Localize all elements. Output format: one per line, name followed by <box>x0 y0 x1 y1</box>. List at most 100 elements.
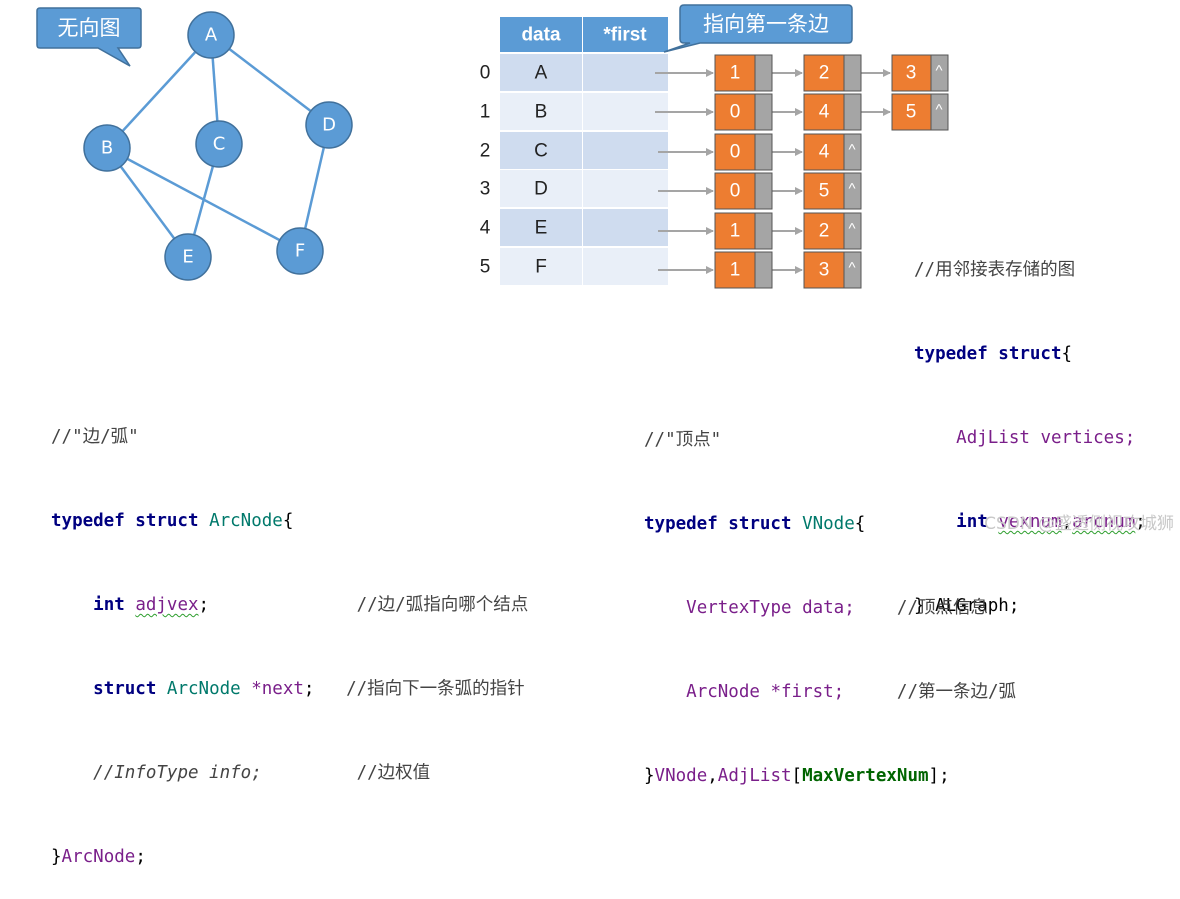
arc-node: 2 ^ <box>803 212 862 250</box>
algraph-arcnum: arcnum <box>1072 512 1136 532</box>
vnode-close: } <box>644 766 655 786</box>
algraph-brace: { <box>1061 344 1073 364</box>
header-data: data <box>521 25 561 46</box>
vertex-a-label: A <box>205 25 218 46</box>
arcnode-close: } <box>51 847 62 867</box>
vertex-e: E <box>164 233 212 281</box>
algraph-comment: //用邻接表存储的图 <box>914 260 1076 280</box>
arcnode-semi1: ; <box>198 595 210 615</box>
arc-node-adjvex: 3 <box>819 260 830 281</box>
arc-node: 0 <box>714 93 773 131</box>
null-pointer: ^ <box>848 181 855 198</box>
vnode-close-name: VNode <box>654 766 708 786</box>
arcnode-next: *next <box>251 679 304 699</box>
arcnode-close-semi: ; <box>135 847 146 867</box>
algraph-typedef: typedef struct <box>914 344 1062 364</box>
vnode-close-comma: , <box>707 766 718 786</box>
edge-a-b <box>106 34 212 149</box>
arcnode-struct: struct <box>93 679 157 699</box>
row-index: 0 <box>480 63 491 84</box>
table-row: 5 F <box>480 248 668 285</box>
row-data: B <box>535 102 548 123</box>
algraph-semi: ; <box>1135 512 1146 532</box>
table-row: 2 C <box>480 132 668 169</box>
row-index: 3 <box>480 179 491 200</box>
vnode-data: data; <box>802 598 855 618</box>
row-data: D <box>534 179 548 200</box>
row-data: F <box>535 257 547 278</box>
arc-node: 3 ^ <box>891 54 949 92</box>
arc-node-adjvex: 1 <box>730 63 741 84</box>
vnode-data-type: VertexType <box>686 598 792 618</box>
vnode-open: { <box>854 514 866 534</box>
arc-nodes: 1 2 3 ^ 0 4 5 ^ <box>714 54 949 289</box>
arc-node: 1 <box>714 212 773 250</box>
row-index: 4 <box>480 218 491 239</box>
null-pointer: ^ <box>935 102 942 119</box>
arcnode-close-name: ArcNode <box>61 847 136 867</box>
vertex-b: B <box>83 124 131 172</box>
arcnode-adjvex: adjvex <box>135 595 199 615</box>
vnode-typedef: typedef struct <box>644 514 792 534</box>
row-data: E <box>535 218 548 239</box>
vnode-maxvertexnum: MaxVertexNum <box>802 766 929 786</box>
watermark: CSDN @盛透侧视攻城狮 <box>984 514 1174 534</box>
arc-node: 0 <box>714 133 773 171</box>
vnode-comment: //"顶点" <box>644 430 722 450</box>
vnode-first: *first; <box>770 682 845 702</box>
row-data: A <box>535 63 548 84</box>
arc-node: 4 <box>803 93 862 131</box>
arcnode-comment: //"边/弧" <box>51 427 139 447</box>
algraph-field-vertices: vertices; <box>1040 428 1136 448</box>
arc-node-adjvex: 5 <box>906 102 917 123</box>
algraph-vexnum: vexnum <box>998 512 1062 532</box>
row-index: 5 <box>480 257 491 278</box>
vertex-e-label: E <box>182 247 193 268</box>
arc-node: 3 ^ <box>803 251 862 289</box>
null-pointer: ^ <box>935 63 942 80</box>
arc-node-adjvex: 1 <box>730 260 741 281</box>
vertex-d-label: D <box>322 115 336 136</box>
vertex-c-label: C <box>213 134 226 155</box>
algraph-field-type: AdjList <box>956 428 1030 448</box>
vnode-data-comment: //顶点信息 <box>896 598 988 618</box>
arc-node: 4 ^ <box>803 133 862 171</box>
first-arrows <box>655 69 891 274</box>
arcnode-open: { <box>282 511 294 531</box>
vnode-bracket-open: [ <box>791 766 803 786</box>
arc-node-adjvex: 0 <box>730 142 741 163</box>
null-pointer: ^ <box>848 142 855 159</box>
row-data: C <box>534 141 548 162</box>
row-index: 1 <box>480 102 491 123</box>
vnode-name: VNode <box>802 514 855 534</box>
table-header: data *first <box>500 17 668 52</box>
vertex-b-label: B <box>101 138 113 159</box>
arcnode-adjvex-comment: //边/弧指向哪个结点 <box>356 595 529 615</box>
arc-node-adjvex: 4 <box>819 102 830 123</box>
arcnode-info-comment: //InfoType info; <box>93 763 262 783</box>
graph-callout: 无向图 <box>36 7 142 67</box>
vnode-first-type: ArcNode <box>686 682 760 702</box>
table-row: 3 D <box>480 170 668 207</box>
arcnode-weight-comment: //边权值 <box>356 763 431 783</box>
edge-a-d <box>210 34 330 126</box>
arc-node: 2 <box>803 54 862 92</box>
row-index: 2 <box>480 141 491 162</box>
arc-node: 0 <box>714 172 773 210</box>
arc-node: 5 ^ <box>891 93 949 131</box>
arcnode-code: //"边/弧" typedef struct ArcNode{ int adjv… <box>51 367 528 899</box>
arc-node: 5 ^ <box>803 172 862 210</box>
adjacency-list-diagram: 无向图 A B C D E <box>36 4 949 289</box>
vnode-first-comment: //第一条边/弧 <box>896 682 1017 702</box>
vertex-a: A <box>187 11 235 59</box>
arcnode-int: int <box>93 595 125 615</box>
null-pointer: ^ <box>848 260 855 277</box>
vertex-c: C <box>195 120 243 168</box>
algraph-int: int <box>956 512 988 532</box>
arc-node-adjvex: 1 <box>730 221 741 242</box>
arc-node-adjvex: 2 <box>819 221 830 242</box>
arc-node: 1 <box>714 251 773 289</box>
vertex-table-rows: 0 A 1 B 2 C 3 D 4 E <box>480 54 668 285</box>
arc-node-adjvex: 4 <box>819 142 830 163</box>
graph-vertices: A B C D E F <box>83 11 353 281</box>
